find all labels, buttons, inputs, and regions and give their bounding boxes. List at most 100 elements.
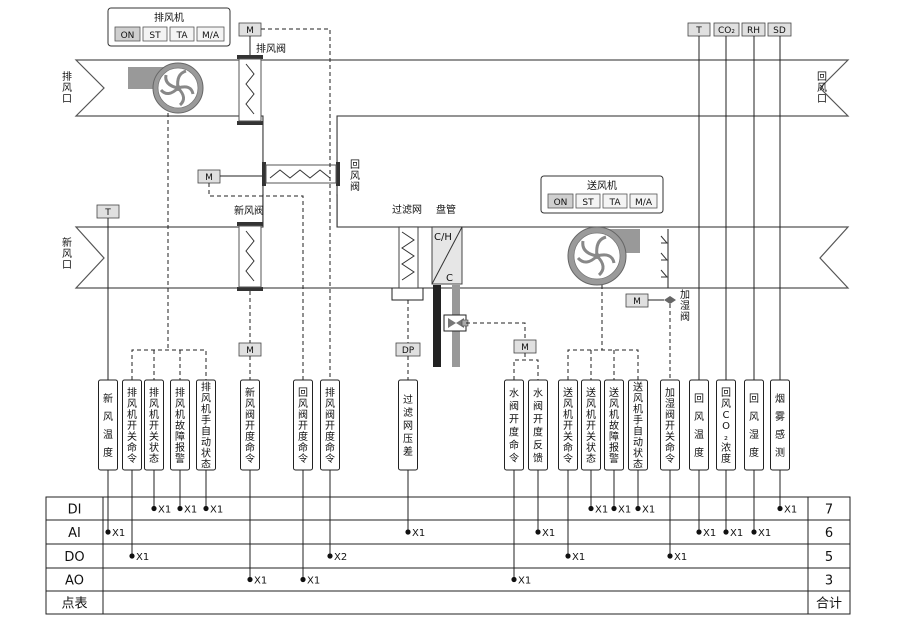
io-mark: X1 — [511, 576, 531, 587]
io-mark: X1 — [667, 552, 687, 563]
fresh-damper-actuator: M — [238, 342, 262, 357]
point-card: 送风机开关命令 — [558, 379, 578, 471]
io-mark: X1 — [105, 528, 125, 539]
svg-text:X1: X1 — [730, 528, 743, 539]
return-damper — [262, 162, 340, 186]
exhaust-fan-ma-button[interactable]: M/A — [196, 26, 225, 42]
point-card: 回风湿度 — [744, 379, 764, 471]
point-card: 过滤网压差 — [398, 379, 418, 471]
svg-text:ON: ON — [554, 198, 568, 208]
io-mark: X1 — [247, 576, 267, 587]
svg-text:X1: X1 — [542, 528, 555, 539]
svg-text:X1: X1 — [254, 576, 267, 587]
point-card: 排风机开关状态 — [144, 379, 164, 471]
svg-text:M/A: M/A — [202, 31, 220, 41]
exhaust-fan-ta-button[interactable]: TA — [169, 26, 195, 42]
svg-text:X1: X1 — [784, 505, 797, 516]
svg-text:CO₂: CO₂ — [718, 26, 735, 36]
svg-text:X1: X1 — [703, 528, 716, 539]
io-mark: X1 — [300, 576, 320, 587]
return-co2-sensor: CO₂ — [713, 22, 740, 380]
point-card: 回风温度 — [689, 379, 709, 471]
point-card-label: 排风机开关状态 — [149, 386, 159, 465]
svg-text:M/A: M/A — [635, 198, 653, 208]
svg-text:C: C — [446, 273, 453, 284]
supply-fan — [567, 226, 640, 286]
svg-text:TA: TA — [609, 198, 622, 208]
svg-text:X1: X1 — [184, 505, 197, 516]
svg-text:X1: X1 — [518, 576, 531, 587]
svg-text:X1: X1 — [674, 552, 687, 563]
io-type-label: AI — [68, 526, 81, 541]
io-mark: X1 — [611, 505, 631, 516]
point-card-label: 烟雾感测 — [775, 392, 785, 459]
io-type-label: DI — [68, 503, 82, 518]
io-mark: X1 — [696, 528, 716, 539]
point-card-label: 送风机开关状态 — [586, 386, 596, 465]
point-card: 送风机故障报警 — [604, 379, 624, 471]
point-card: 排风机开关命令 — [122, 379, 142, 471]
point-card-label: 送风机开关命令 — [563, 386, 573, 465]
svg-text:ST: ST — [149, 31, 161, 41]
point-card-label: 回风阀开度命令 — [298, 387, 308, 465]
fresh-inlet-label: 新风口 — [62, 236, 72, 271]
io-type-label: 点表 — [61, 597, 87, 612]
io-mark: X1 — [635, 505, 655, 516]
io-mark: X1 — [151, 505, 171, 516]
svg-text:X1: X1 — [642, 505, 655, 516]
io-total: 7 — [825, 503, 833, 518]
filter-label: 过滤网 — [392, 203, 422, 216]
svg-text:SD: SD — [773, 26, 786, 36]
svg-text:X1: X1 — [618, 505, 631, 516]
io-mark: X1 — [177, 505, 197, 516]
exhaust-fan-on-button[interactable]: ON — [114, 26, 141, 42]
svg-text:X1: X1 — [210, 505, 223, 516]
svg-text:X1: X1 — [412, 528, 425, 539]
io-mark: X2 — [327, 552, 347, 563]
svg-text:M: M — [521, 343, 529, 353]
point-card-label: 水阀开度命令 — [509, 388, 519, 465]
point-card-label: 排风机开关命令 — [127, 386, 137, 465]
svg-text:M: M — [246, 26, 254, 36]
point-card: 新风温度 — [98, 379, 118, 471]
supply-fan-st-button[interactable]: ST — [575, 193, 601, 209]
return-inlet-label: 回风口 — [817, 71, 827, 105]
io-total: 6 — [825, 526, 833, 541]
fresh-temp-sensor: T — [96, 204, 120, 380]
return-temp-sensor: T — [687, 22, 711, 380]
coil: C/H C — [431, 226, 463, 285]
point-card-label: 水阀开度反馈 — [533, 388, 543, 465]
svg-text:T: T — [104, 208, 111, 218]
supply-fan-ta-button[interactable]: TA — [602, 193, 628, 209]
point-card: 排风机故障报警 — [170, 379, 190, 471]
io-mark: X1 — [777, 505, 797, 516]
io-mark: X1 — [129, 552, 149, 563]
svg-text:ON: ON — [121, 31, 135, 41]
io-mark: X1 — [203, 505, 223, 516]
point-card: 排风机手自动状态 — [196, 379, 216, 471]
svg-text:X1: X1 — [158, 505, 171, 516]
point-card: 送风机开关状态 — [581, 379, 601, 471]
supply-fan-ma-button[interactable]: M/A — [629, 193, 658, 209]
svg-text:M: M — [246, 346, 254, 356]
supply-fan-on-button[interactable]: ON — [547, 193, 574, 209]
fresh-damper-label: 新风阀 — [234, 204, 264, 217]
exhaust-damper-actuator: M — [238, 22, 262, 55]
svg-text:ST: ST — [582, 198, 594, 208]
point-card: 排风阀开度命令 — [320, 379, 340, 471]
io-total: 合计 — [816, 597, 842, 612]
io-mark: X1 — [405, 528, 425, 539]
point-card: 水阀开度反馈 — [528, 379, 548, 471]
point-cards: 新风温度排风机开关命令排风机开关状态排风机故障报警排风机手自动状态新风阀开度命令… — [98, 379, 790, 497]
water-valve-actuator: M — [513, 339, 537, 354]
io-mark: X1 — [751, 528, 771, 539]
svg-text:回风口: 回风口 — [817, 71, 827, 105]
svg-text:X1: X1 — [112, 528, 125, 539]
return-damper-actuator: M — [197, 169, 262, 184]
exhaust-fan-st-button[interactable]: ST — [142, 26, 168, 42]
point-card: 回风阀开度命令 — [293, 379, 313, 471]
svg-text:C/H: C/H — [434, 232, 452, 243]
exhaust-outlet-label: 排风口 — [62, 70, 72, 105]
